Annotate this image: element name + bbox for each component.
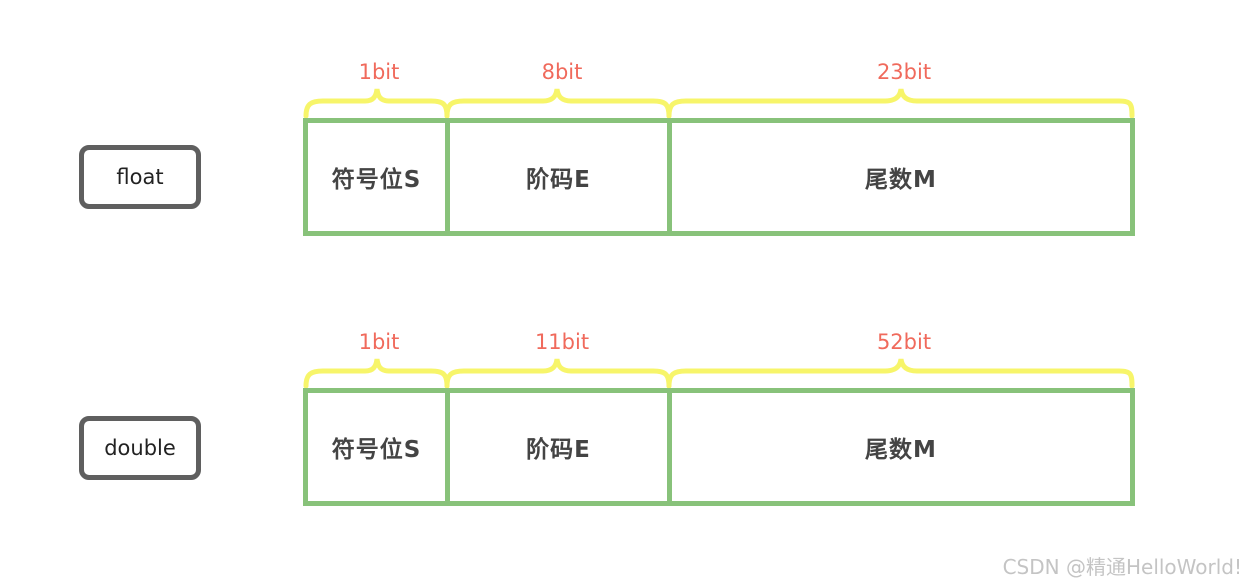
type-label-float: float [79, 145, 201, 209]
bit-label-mant-float: 23bit [876, 60, 932, 84]
bit-label-mant-double: 52bit [876, 330, 932, 354]
bit-label-sign-double: 1bit [358, 330, 400, 354]
field-sign-float: 符号位S [308, 123, 450, 231]
bit-label-exp-float: 8bit [541, 60, 583, 84]
brace-sign-float [303, 88, 450, 119]
brace-sign-double [303, 358, 450, 389]
float-field-table: 符号位S 阶码E 尾数M [303, 118, 1135, 236]
brace-mant-float [666, 88, 1135, 119]
double-bit-braces [303, 358, 1135, 389]
field-exponent-double: 阶码E [450, 393, 672, 501]
bit-label-exp-double: 11bit [534, 330, 590, 354]
double-field-table: 符号位S 阶码E 尾数M [303, 388, 1135, 506]
field-sign-double: 符号位S [308, 393, 450, 501]
float-bit-braces [303, 88, 1135, 119]
bit-label-sign-float: 1bit [358, 60, 400, 84]
type-label-double: double [79, 416, 201, 480]
float-row: 1bit 8bit 23bit 符号位S 阶码E 尾数M [303, 60, 1135, 236]
field-mantissa-float: 尾数M [865, 167, 937, 193]
brace-exp-float [444, 88, 672, 119]
watermark: CSDN @精通HelloWorld! [1002, 555, 1242, 579]
brace-mant-double [666, 358, 1135, 389]
field-mantissa-double: 尾数M [865, 437, 937, 463]
brace-exp-double [444, 358, 672, 389]
double-row: 1bit 11bit 52bit 符号位S 阶码E 尾数M [303, 330, 1135, 506]
field-exponent-float: 阶码E [450, 123, 672, 231]
